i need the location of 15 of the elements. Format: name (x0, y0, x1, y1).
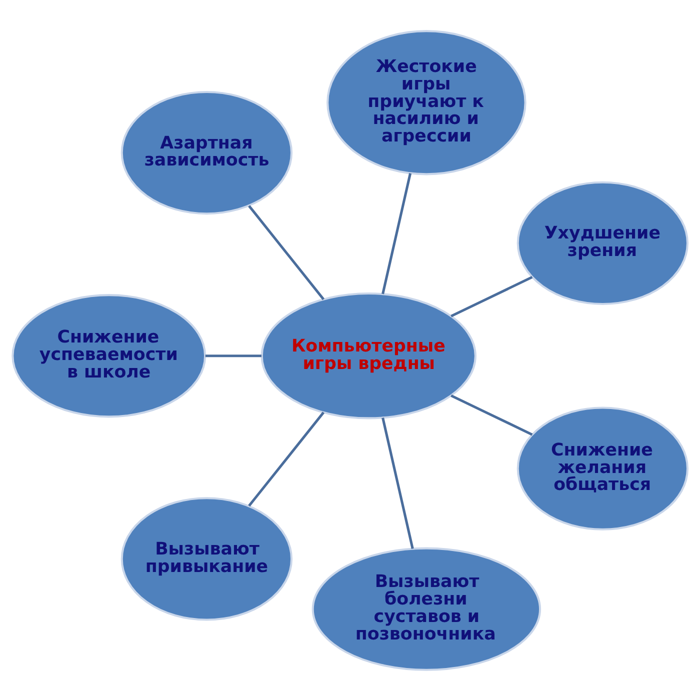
node-ellipse: Снижение желания общаться (516, 406, 689, 530)
connector (450, 394, 533, 436)
connector (248, 411, 325, 506)
node-ellipse: Снижение успеваемости в школе (12, 294, 206, 418)
node-ellipse: Жестокие игры приучают к насилию и агрессии (326, 30, 526, 175)
connector (248, 204, 325, 300)
connector (450, 275, 533, 317)
node-ellipse: Вызывают привыкание (120, 496, 293, 620)
node-ellipse: Компьютерные игры вредны (260, 292, 476, 419)
connector (382, 172, 412, 294)
connector (205, 354, 262, 357)
node-ellipse: Ухудшение зрения (516, 180, 689, 304)
connector (382, 417, 414, 548)
node-ellipse: Азартная зависимость (120, 90, 293, 214)
node-ellipse: Вызывают болезни суставов и позвоночника (312, 546, 542, 670)
